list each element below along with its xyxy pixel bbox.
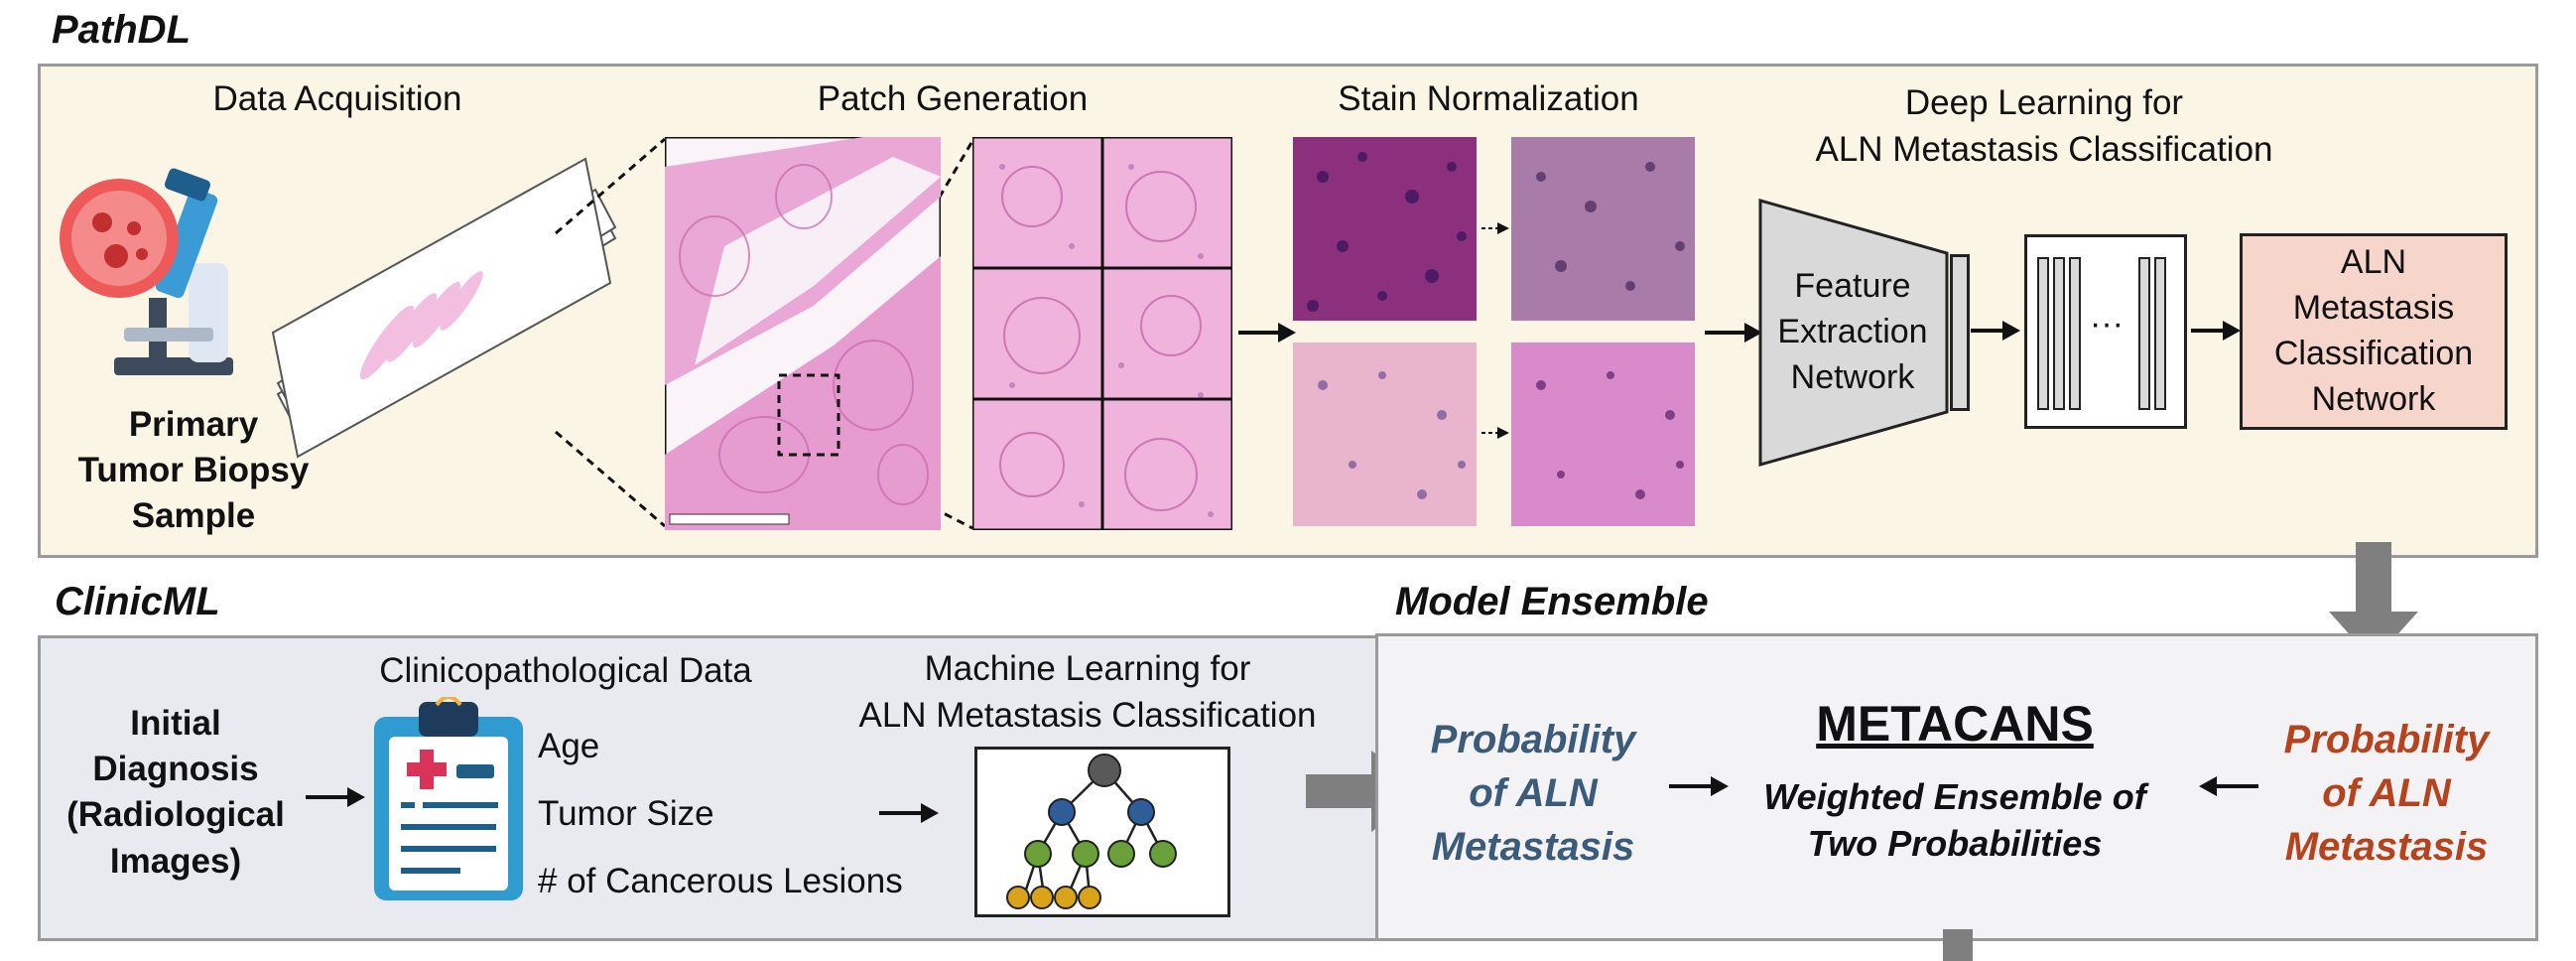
decision-tree-icon [974,747,1230,917]
sample-label: Primary Tumor Biopsy Sample [60,402,327,540]
arrow-to-clinical-data [306,787,365,807]
clinical-features-list: Age Tumor Size # of Cancerous Lesions [538,713,903,915]
dense-layer-bar [2053,257,2065,410]
stain-normalization-title: Stain Normalization [1338,79,1639,118]
prob-right-line3: Metastasis [2284,825,2489,869]
patch-grid [972,137,1232,530]
deep-learning-title-line1: Deep Learning for [1904,83,2184,122]
arrow-right-to-metacans [2199,776,2258,796]
clinicml-title: ClinicML [55,580,220,623]
initial-diagnosis-line4: Images) [109,841,242,881]
glass-slides [271,157,617,459]
initial-diagnosis-line2: Diagnosis [92,750,259,789]
ellipsis: ··· [2090,305,2124,343]
feature-extraction-line3: Network [1790,357,1915,396]
classification-line4: Network [2311,379,2436,418]
metacans-subtitle-line1: Weighted Ensemble of [1763,776,2146,817]
feature-vector [1950,254,1970,411]
prob-right-line1: Probability [2283,718,2490,761]
clipboard-icon [374,697,523,900]
sample-label-line3: Sample [131,496,256,536]
metacans-subtitle-line2: Two Probabilities [1807,822,2103,864]
aln-classification-network: ALN Metastasis Classification Network [2240,233,2508,430]
sample-label-line1: Primary [128,405,259,444]
dense-layer-bar [2138,257,2150,410]
ensemble-panel [1375,633,2538,941]
arrow-to-dense-layers [1971,321,2020,341]
feature-age: Age [538,727,600,765]
feature-extraction-line2: Extraction [1777,313,1928,351]
feature-extraction-line1: Feature [1794,267,1911,306]
deep-learning-title-line2: ALN Metastasis Classification [1815,130,2273,170]
prob-pathdl-left: Probability of ALN Metastasis [1389,713,1677,874]
prob-left-line3: Metastasis [1431,825,1635,869]
dense-layer-bar [2069,257,2081,410]
prob-left-line1: Probability [1430,718,1636,761]
feature-extraction-label: Feature Extraction Network [1758,253,1947,412]
clinicopathological-title: Clinicopathological Data [379,651,752,690]
metacans-subtitle: Weighted Ensemble of Two Probabilities [1727,774,2183,868]
ml-title: Machine Learning for ALN Metastasis Clas… [830,645,1346,740]
arrow-to-stain [1238,323,1296,343]
metacans-title: METACANS [1816,696,2094,752]
whole-slide-image [665,137,941,530]
feature-extraction-network [1758,199,1949,467]
arrow-to-feature-extraction [1705,323,1762,343]
microscope-icon [60,168,233,375]
ml-title-line1: Machine Learning for [924,649,1251,688]
prob-clinicml-right: Probability of ALN Metastasis [2243,713,2530,874]
ensemble-title: Model Ensemble [1395,580,1709,623]
prob-left-line2: of ALN [1469,771,1598,815]
data-acquisition-title: Data Acquisition [212,79,462,118]
classification-line3: Classification [2273,335,2474,372]
prob-right-line2: of ALN [2322,771,2451,815]
ml-title-line2: ALN Metastasis Classification [858,696,1317,736]
classification-line1: ALN [2340,243,2407,282]
dense-layers-box: ··· [2024,234,2187,429]
sample-label-line2: Tumor Biopsy [77,451,310,490]
pathdl-title: PathDL [52,8,191,52]
arrow-to-ml [879,803,939,823]
initial-diagnosis-line1: Initial [130,704,221,743]
patch-generation-title: Patch Generation [817,79,1089,118]
feature-cancerous-lesions: # of Cancerous Lesions [538,862,903,900]
stain-normalization-images [1293,137,1695,526]
dense-layer-bar [2037,257,2049,410]
dense-layer-bar [2154,257,2166,410]
initial-diagnosis: Initial Diagnosis (Radiological Images) [62,701,290,885]
feature-tumor-size: Tumor Size [538,794,714,833]
deep-learning-title: Deep Learning for ALN Metastasis Classif… [1766,79,2322,174]
arrow-to-classification [2191,321,2241,341]
classification-line2: Metastasis [2292,289,2455,328]
initial-diagnosis-line3: (Radiological [66,795,285,835]
arrow-left-to-metacans [1669,776,1729,796]
output-arrow-stub [1943,929,1973,961]
